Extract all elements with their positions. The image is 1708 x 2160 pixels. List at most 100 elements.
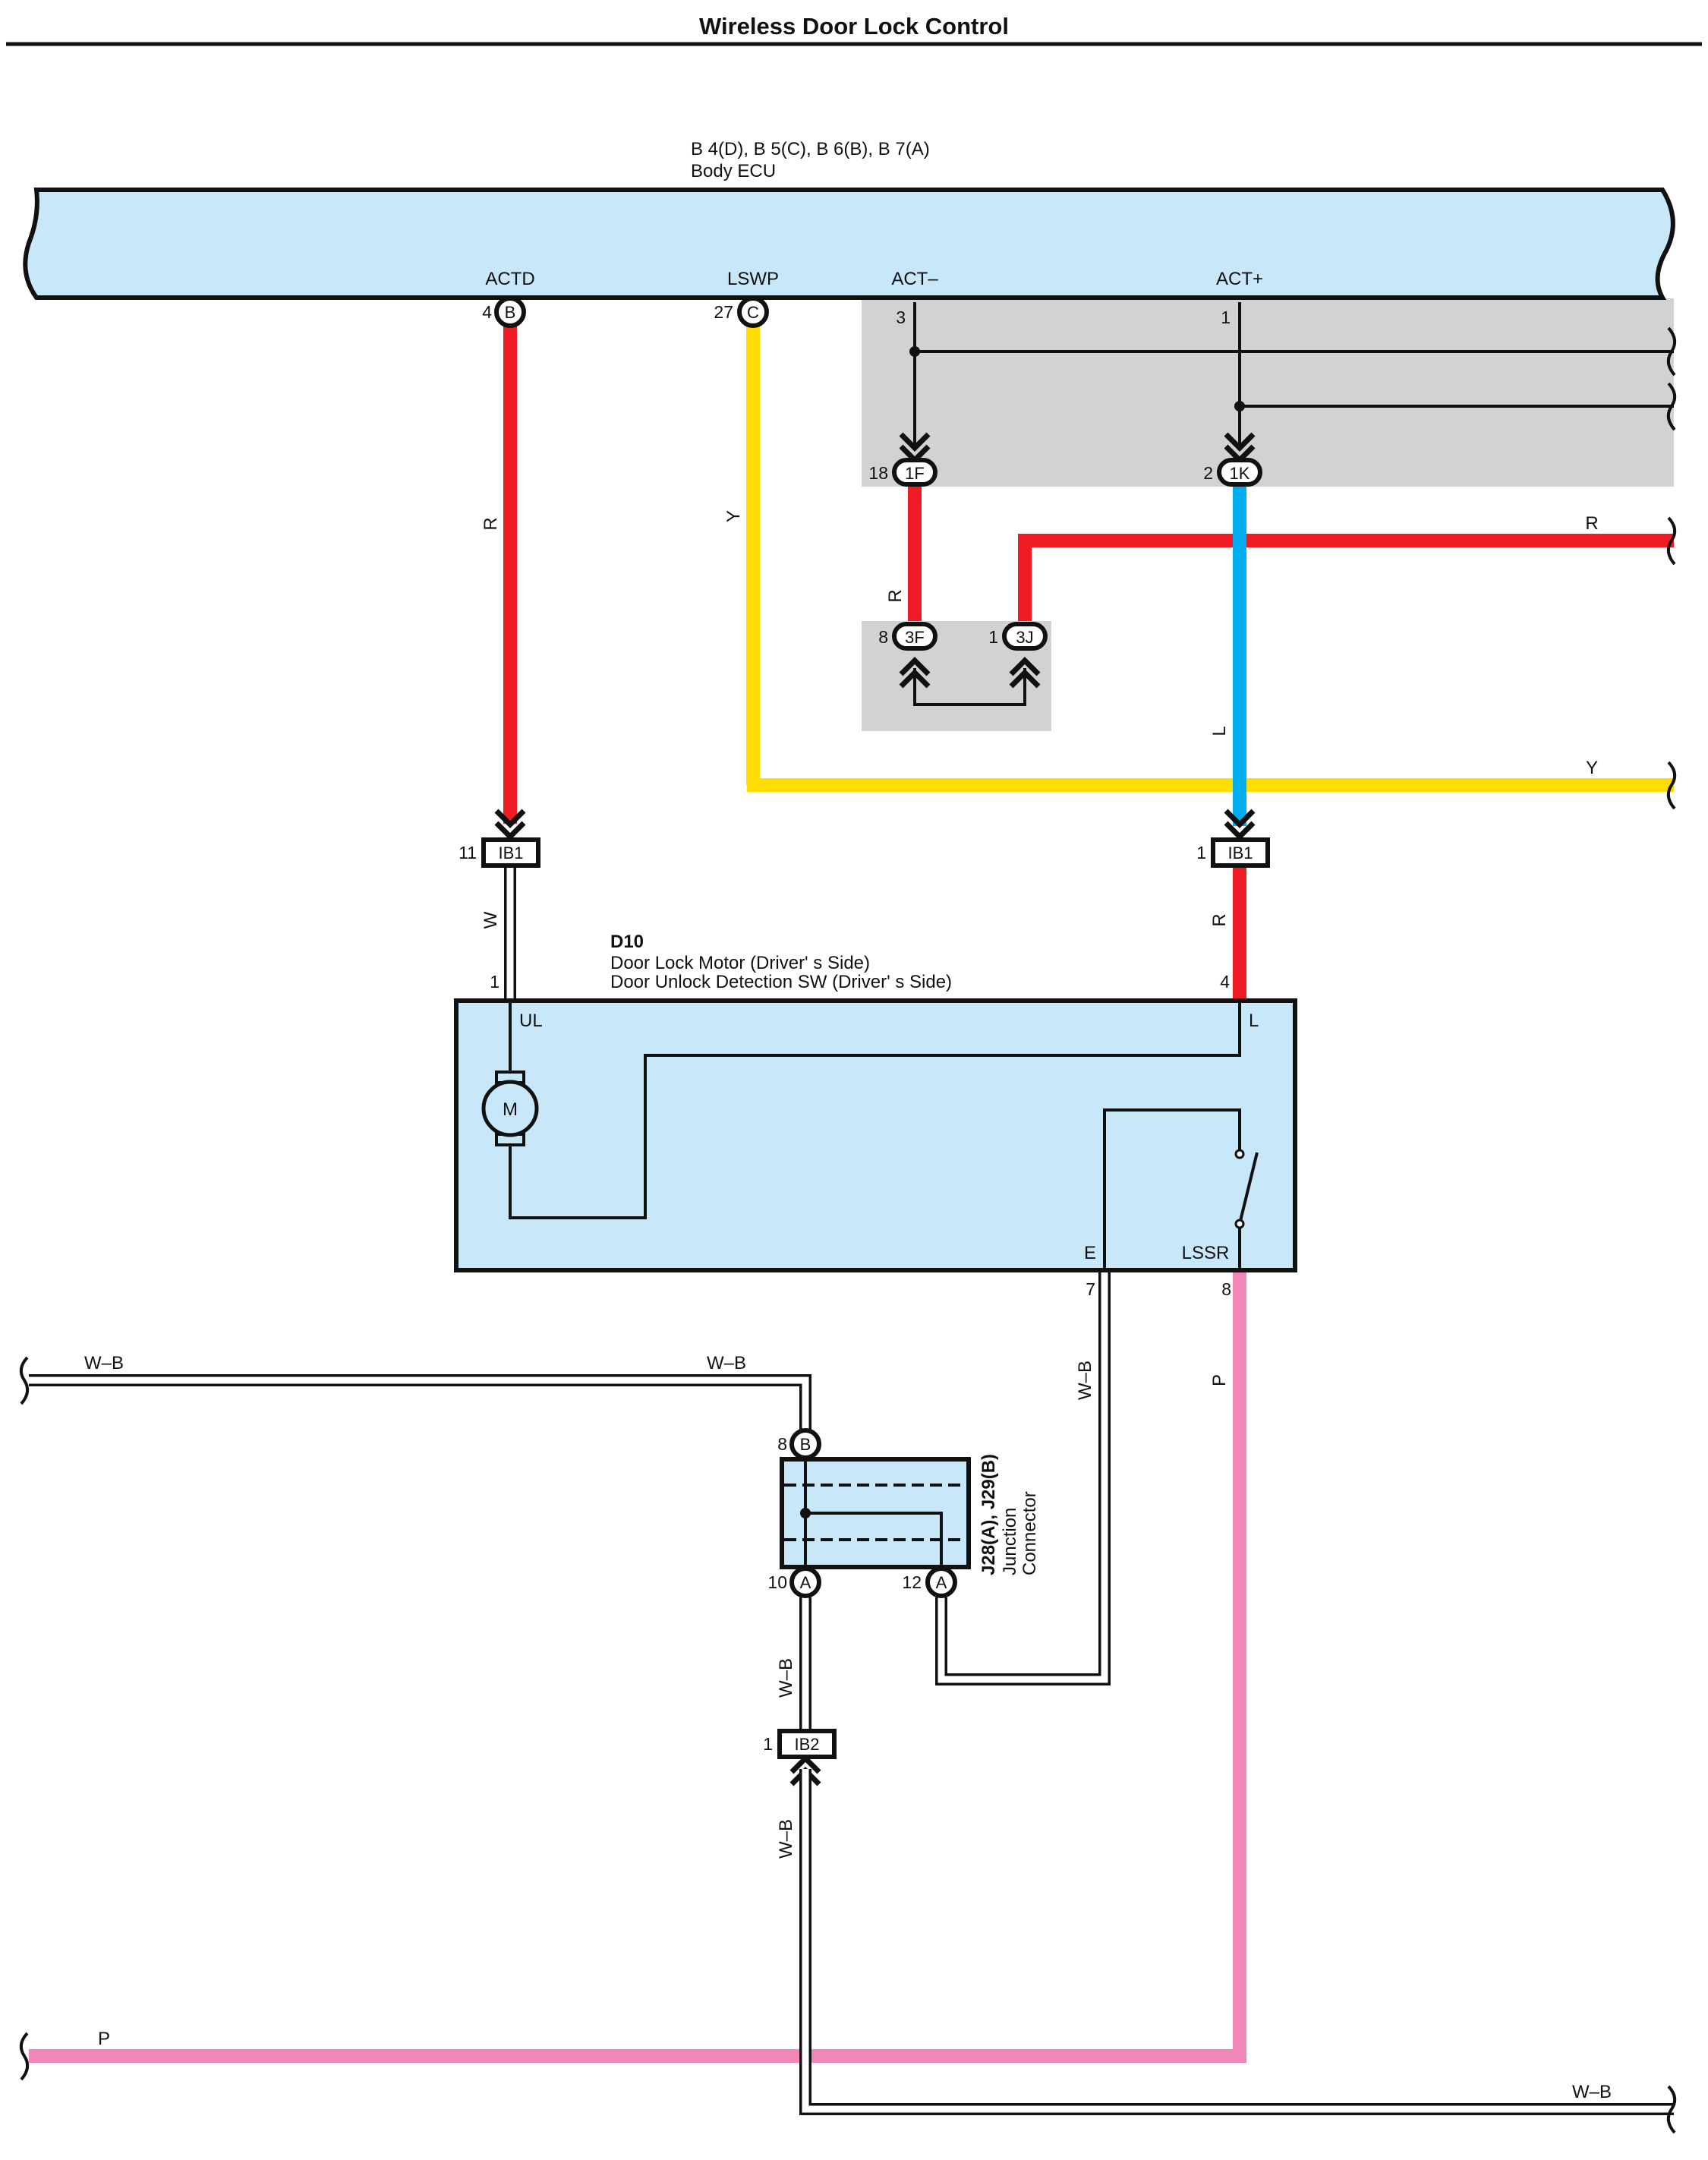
connector-1k-code: 1K	[1230, 464, 1250, 483]
jb-link-3f-3j	[913, 668, 1026, 706]
wire-break-mark	[1666, 2085, 1677, 2134]
page-title: Wireless Door Lock Control	[699, 13, 1009, 39]
ecu-pin-actd-circle	[494, 296, 526, 328]
wire-break-mark	[1666, 382, 1677, 431]
ecu-terminal-actd: ACTD	[485, 269, 534, 289]
chevron-icon	[1009, 657, 1041, 689]
wire-break-mark	[19, 1356, 30, 1405]
wire-label-wb-bottom: W–B	[1572, 2082, 1612, 2102]
wire-label-r-short: R	[885, 589, 906, 602]
chevron-icon	[899, 657, 931, 689]
door-lock-code: D10	[610, 932, 644, 952]
connector-ib1-right-code: IB1	[1227, 844, 1253, 862]
ecu-terminal-lswp: LSWP	[727, 269, 779, 289]
chevron-icon	[494, 809, 526, 840]
connector-3f-pin: 8	[878, 627, 888, 647]
wire-label-wb-j10: W–B	[776, 1658, 796, 1698]
connector-3j-pin: 1	[988, 627, 998, 647]
connector-3j-code: 3J	[1016, 628, 1033, 647]
motor-label: M	[503, 1099, 518, 1120]
wire-label-lswp: Y	[723, 510, 744, 522]
chevron-icon	[1224, 809, 1256, 840]
wire-label-w-motor: W	[481, 911, 501, 929]
ecu-pin-actd-cavity: B	[505, 303, 516, 322]
ecu-pin-lswp-circle	[737, 296, 769, 328]
junction-pin-br-circle	[925, 1566, 957, 1598]
junction-pin-top-circle	[789, 1428, 821, 1460]
body-ecu-box	[23, 188, 1675, 300]
wire-label-y-right: Y	[1586, 758, 1598, 778]
connector-1k-pin: 2	[1203, 463, 1213, 483]
connector-1k	[1217, 458, 1262, 487]
ecu-pin-act-minus-number: 3	[896, 307, 906, 327]
junction-pin-br-number: 12	[902, 1572, 922, 1592]
jb-splice-1	[909, 346, 920, 357]
wire-label-wb-ib2: W–B	[776, 1819, 796, 1859]
door-lock-name-1: Door Lock Motor (Driver' s Side)	[610, 953, 870, 973]
connector-ib1-right-pin: 1	[1196, 843, 1206, 862]
door-lock-terminal-l: L	[1249, 1011, 1259, 1031]
door-lock-terminal-e: E	[1084, 1243, 1096, 1263]
wire-label-l: L	[1209, 726, 1230, 736]
ecu-terminal-act-plus: ACT+	[1216, 269, 1263, 289]
junction-splice	[800, 1508, 811, 1518]
junction-pin-bl-cavity: A	[800, 1573, 811, 1592]
door-lock-pin-ul: 1	[490, 972, 499, 992]
junction-connector-name-1: Junction	[1000, 1508, 1020, 1575]
connector-ib1-right	[1211, 837, 1270, 868]
wire-break-mark	[1666, 761, 1677, 810]
junction-pin-top-number: 8	[777, 1434, 787, 1454]
door-lock-terminal-ul: UL	[519, 1011, 543, 1031]
junction-pin-bl-number: 10	[767, 1572, 787, 1592]
ecu-terminal-act-minus: ACT–	[891, 269, 938, 289]
connector-3f	[892, 622, 938, 651]
door-lock-terminal-lssr: LSSR	[1182, 1243, 1230, 1263]
wire-red-3j-right	[1018, 534, 1674, 621]
connector-1f	[892, 458, 938, 487]
door-lock-pin-l: 4	[1220, 972, 1230, 992]
ecu-pin-lswp-cavity: C	[747, 303, 759, 322]
junction-connector-codes: J28(A), J29(B)	[978, 1454, 999, 1575]
wire-label-wb-top-mid: W–B	[707, 1353, 746, 1373]
connector-3j	[1002, 622, 1048, 651]
jb-splice-2	[1234, 401, 1245, 412]
wire-break-mark	[19, 2032, 30, 2081]
junction-block-upper	[862, 298, 1674, 487]
junction-connector-name-2: Connector	[1019, 1491, 1040, 1575]
wire-break-mark	[1666, 326, 1677, 377]
connector-3f-code: 3F	[905, 628, 925, 647]
door-lock-box	[454, 998, 1297, 1272]
ecu-codes: B 4(D), B 5(C), B 6(B), B 7(A)	[691, 139, 930, 159]
ecu-pin-act-plus-number: 1	[1221, 307, 1231, 327]
door-lock-name-2: Door Unlock Detection SW (Driver' s Side…	[610, 972, 952, 992]
door-lock-pin-e: 7	[1086, 1279, 1095, 1299]
wire-break-mark	[1666, 516, 1677, 566]
switch-contact	[1234, 1219, 1245, 1229]
junction-pin-top-cavity: B	[800, 1435, 811, 1454]
wire-label-r-l: R	[1209, 913, 1230, 926]
connector-ib1-left	[481, 837, 540, 868]
motor-icon	[481, 1080, 539, 1137]
connector-ib2-code: IB2	[794, 1735, 819, 1754]
white-wires	[29, 866, 1674, 2115]
ecu-name: Body ECU	[691, 161, 776, 181]
ecu-pin-actd-number: 4	[482, 302, 492, 322]
door-lock-internal-circuit	[509, 1003, 1259, 1268]
ecu-pin-lswp-number: 27	[714, 302, 733, 322]
wire-label-r-right: R	[1585, 513, 1598, 534]
junction-pin-bl-circle	[789, 1566, 821, 1598]
connector-1f-code: 1F	[905, 464, 925, 483]
connector-ib2	[777, 1729, 837, 1759]
connector-ib1-left-code: IB1	[498, 844, 523, 862]
wire-label-wb-top-left: W–B	[84, 1353, 124, 1373]
connector-ib1-left-pin: 11	[459, 843, 477, 862]
wire-label-wb-e: W–B	[1075, 1361, 1095, 1400]
connector-1f-pin: 18	[868, 463, 888, 483]
wire-label-p-bottom: P	[98, 2029, 110, 2049]
wire-label-p-lssr: P	[1209, 1374, 1230, 1386]
switch-contact	[1234, 1149, 1245, 1159]
connector-ib2-pin: 1	[763, 1734, 773, 1754]
junction-pin-br-cavity: A	[936, 1573, 947, 1592]
wire-label-actd: R	[481, 517, 501, 530]
